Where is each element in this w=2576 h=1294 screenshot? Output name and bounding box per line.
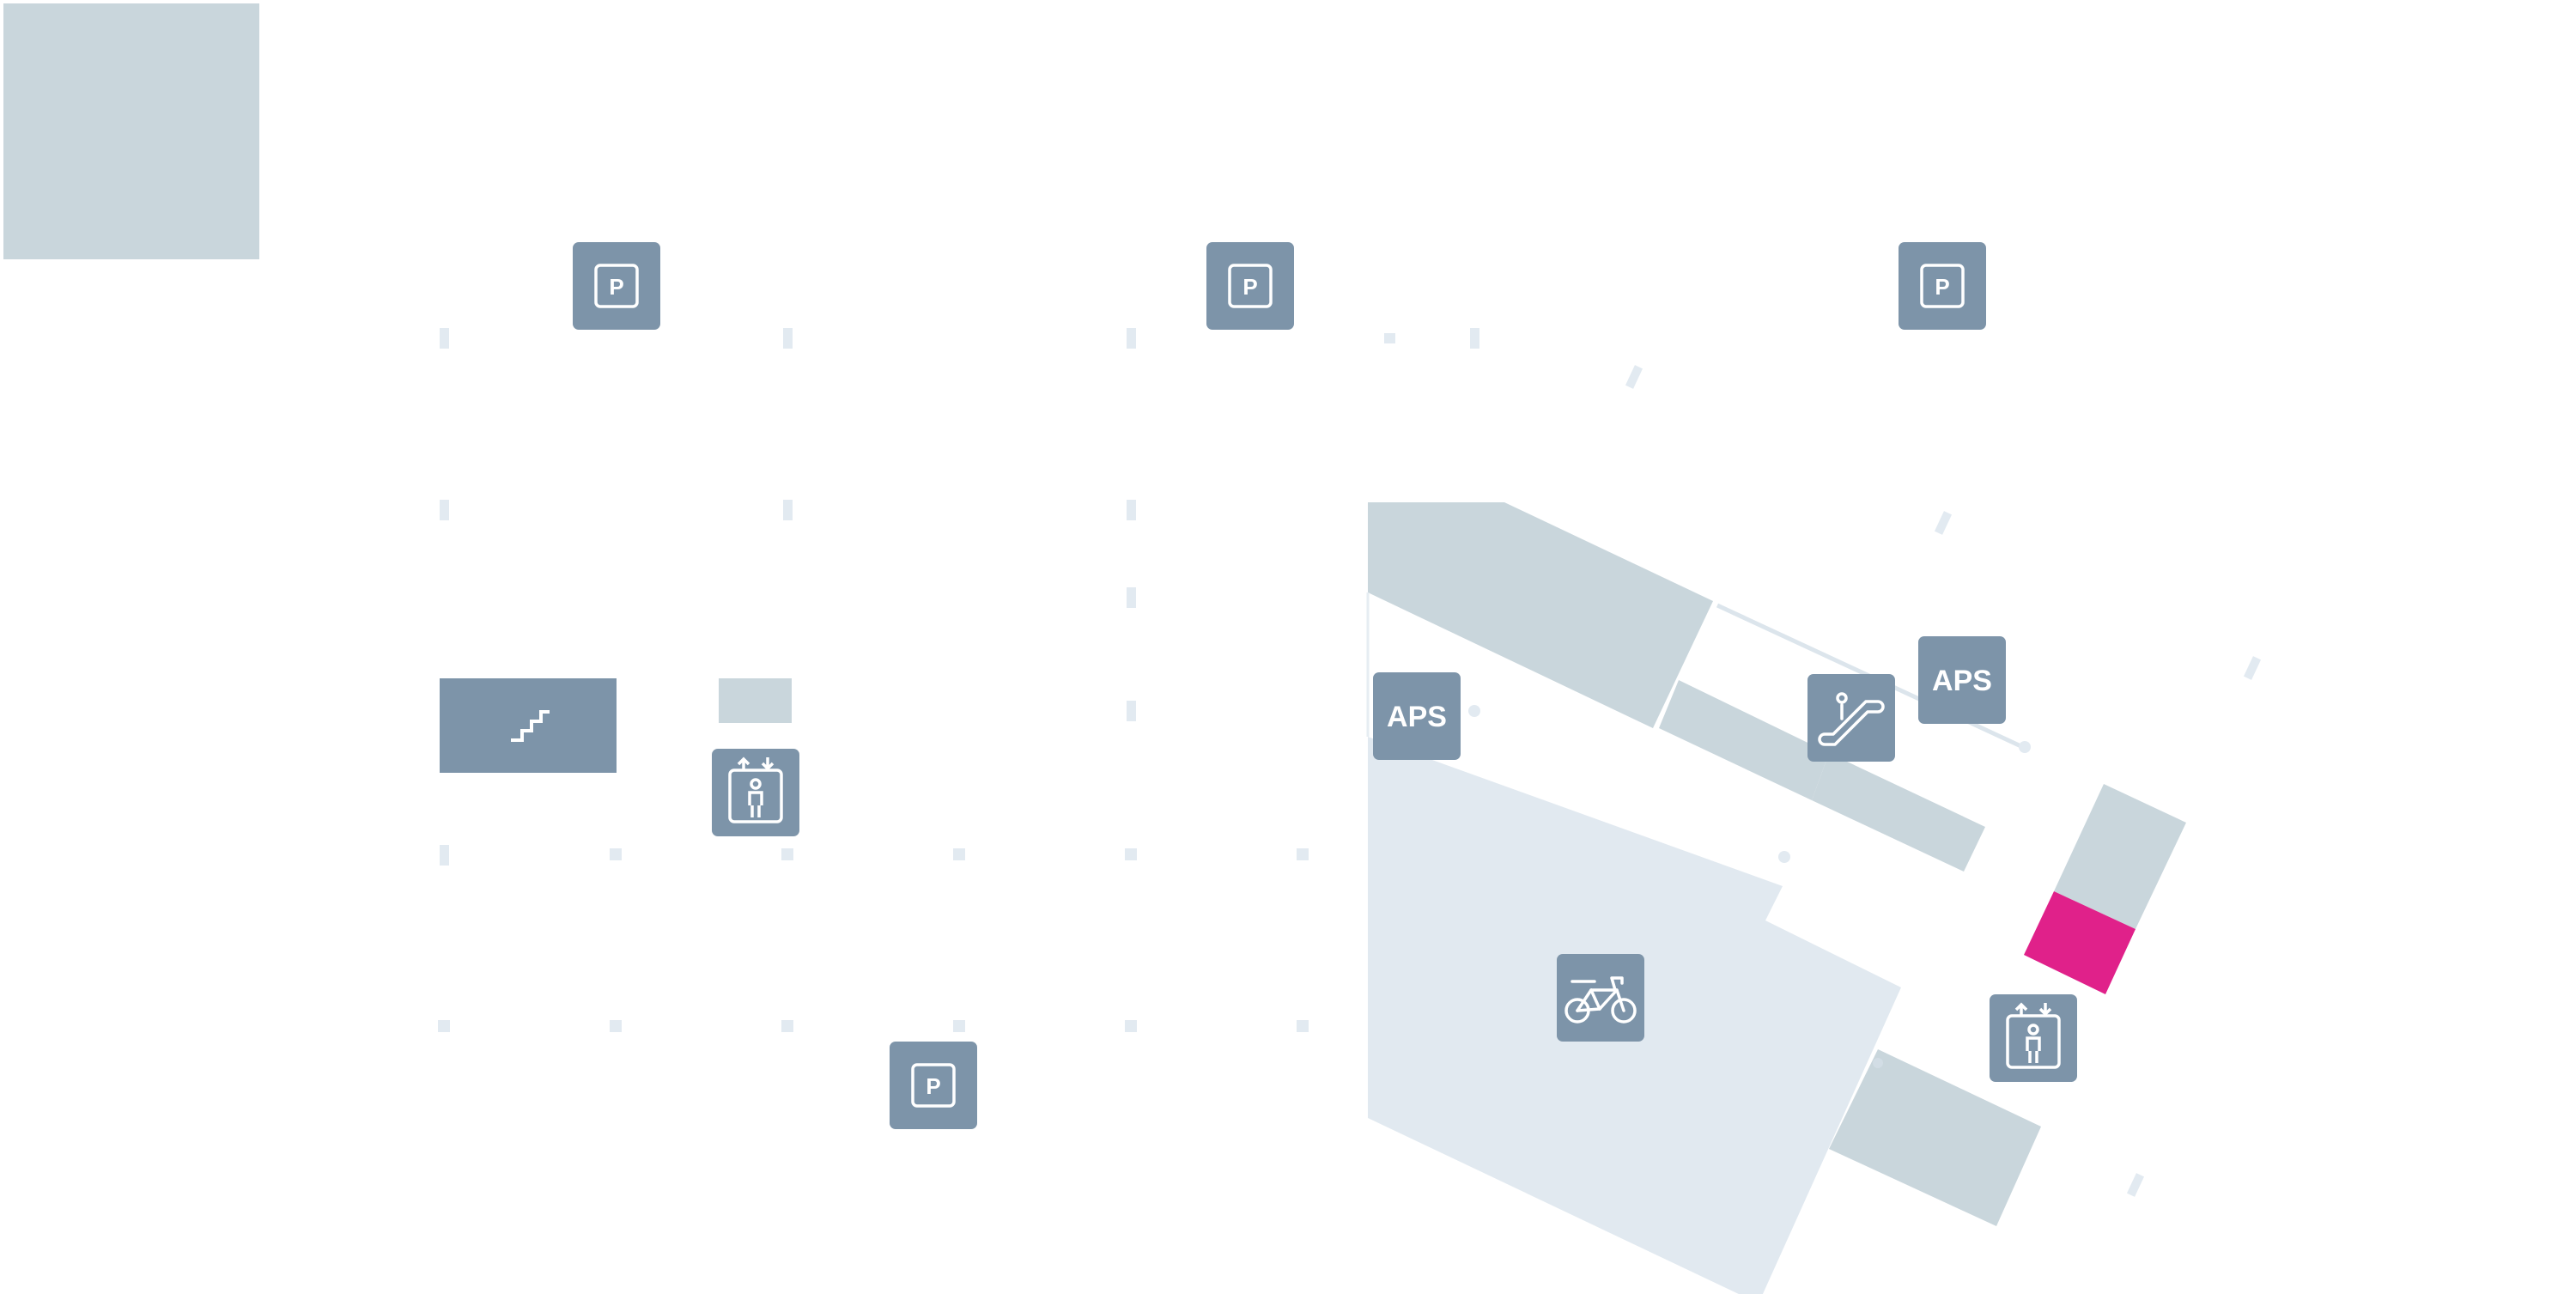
aps-marker[interactable]: APS <box>1373 672 1461 760</box>
marker-dot <box>1468 705 1480 717</box>
parking-marker[interactable]: P <box>1206 242 1294 330</box>
highlighted-block[interactable] <box>2024 891 2136 994</box>
parking-marker[interactable]: P <box>890 1042 977 1129</box>
parking-icon <box>594 264 639 308</box>
parking-label: P <box>1242 274 1257 300</box>
elevator-marker[interactable] <box>1990 994 2077 1082</box>
elevator-marker[interactable] <box>712 749 799 836</box>
parking-icon <box>1920 264 1965 308</box>
elevator-icon <box>728 756 783 823</box>
bicycle-marker[interactable] <box>1557 954 1644 1042</box>
parking-marker[interactable]: P <box>573 242 660 330</box>
marker-dot <box>2019 741 2031 753</box>
marker-dot <box>1873 1058 1883 1068</box>
building-block-c[interactable] <box>1812 753 1985 872</box>
building-block-d[interactable] <box>2054 784 2186 929</box>
aps-label: APS <box>1932 665 1992 697</box>
aps-label: APS <box>1387 701 1447 733</box>
building-block-top-left[interactable] <box>3 3 259 259</box>
parking-marker[interactable]: P <box>1899 242 1986 330</box>
elevator-icon <box>2006 1002 2061 1069</box>
aps-marker[interactable]: APS <box>1918 636 2006 724</box>
stairs-block[interactable] <box>440 678 617 773</box>
parking-icon <box>911 1063 956 1108</box>
escalator-marker[interactable] <box>1807 674 1895 762</box>
escalator-icon <box>1818 692 1885 746</box>
bicycle-icon <box>1564 976 1637 1024</box>
building-block-e[interactable] <box>1829 1049 2041 1226</box>
stairs-icon <box>511 710 550 742</box>
parking-label: P <box>609 274 623 300</box>
building-block-b[interactable] <box>1659 680 1829 800</box>
parking-icon <box>1228 264 1273 308</box>
parking-label: P <box>1935 274 1949 300</box>
marker-dot <box>1778 851 1790 863</box>
building-block-small[interactable] <box>719 678 792 723</box>
building-block-a[interactable] <box>1368 502 1713 728</box>
parking-label: P <box>926 1073 940 1099</box>
pillars <box>438 328 2262 1197</box>
